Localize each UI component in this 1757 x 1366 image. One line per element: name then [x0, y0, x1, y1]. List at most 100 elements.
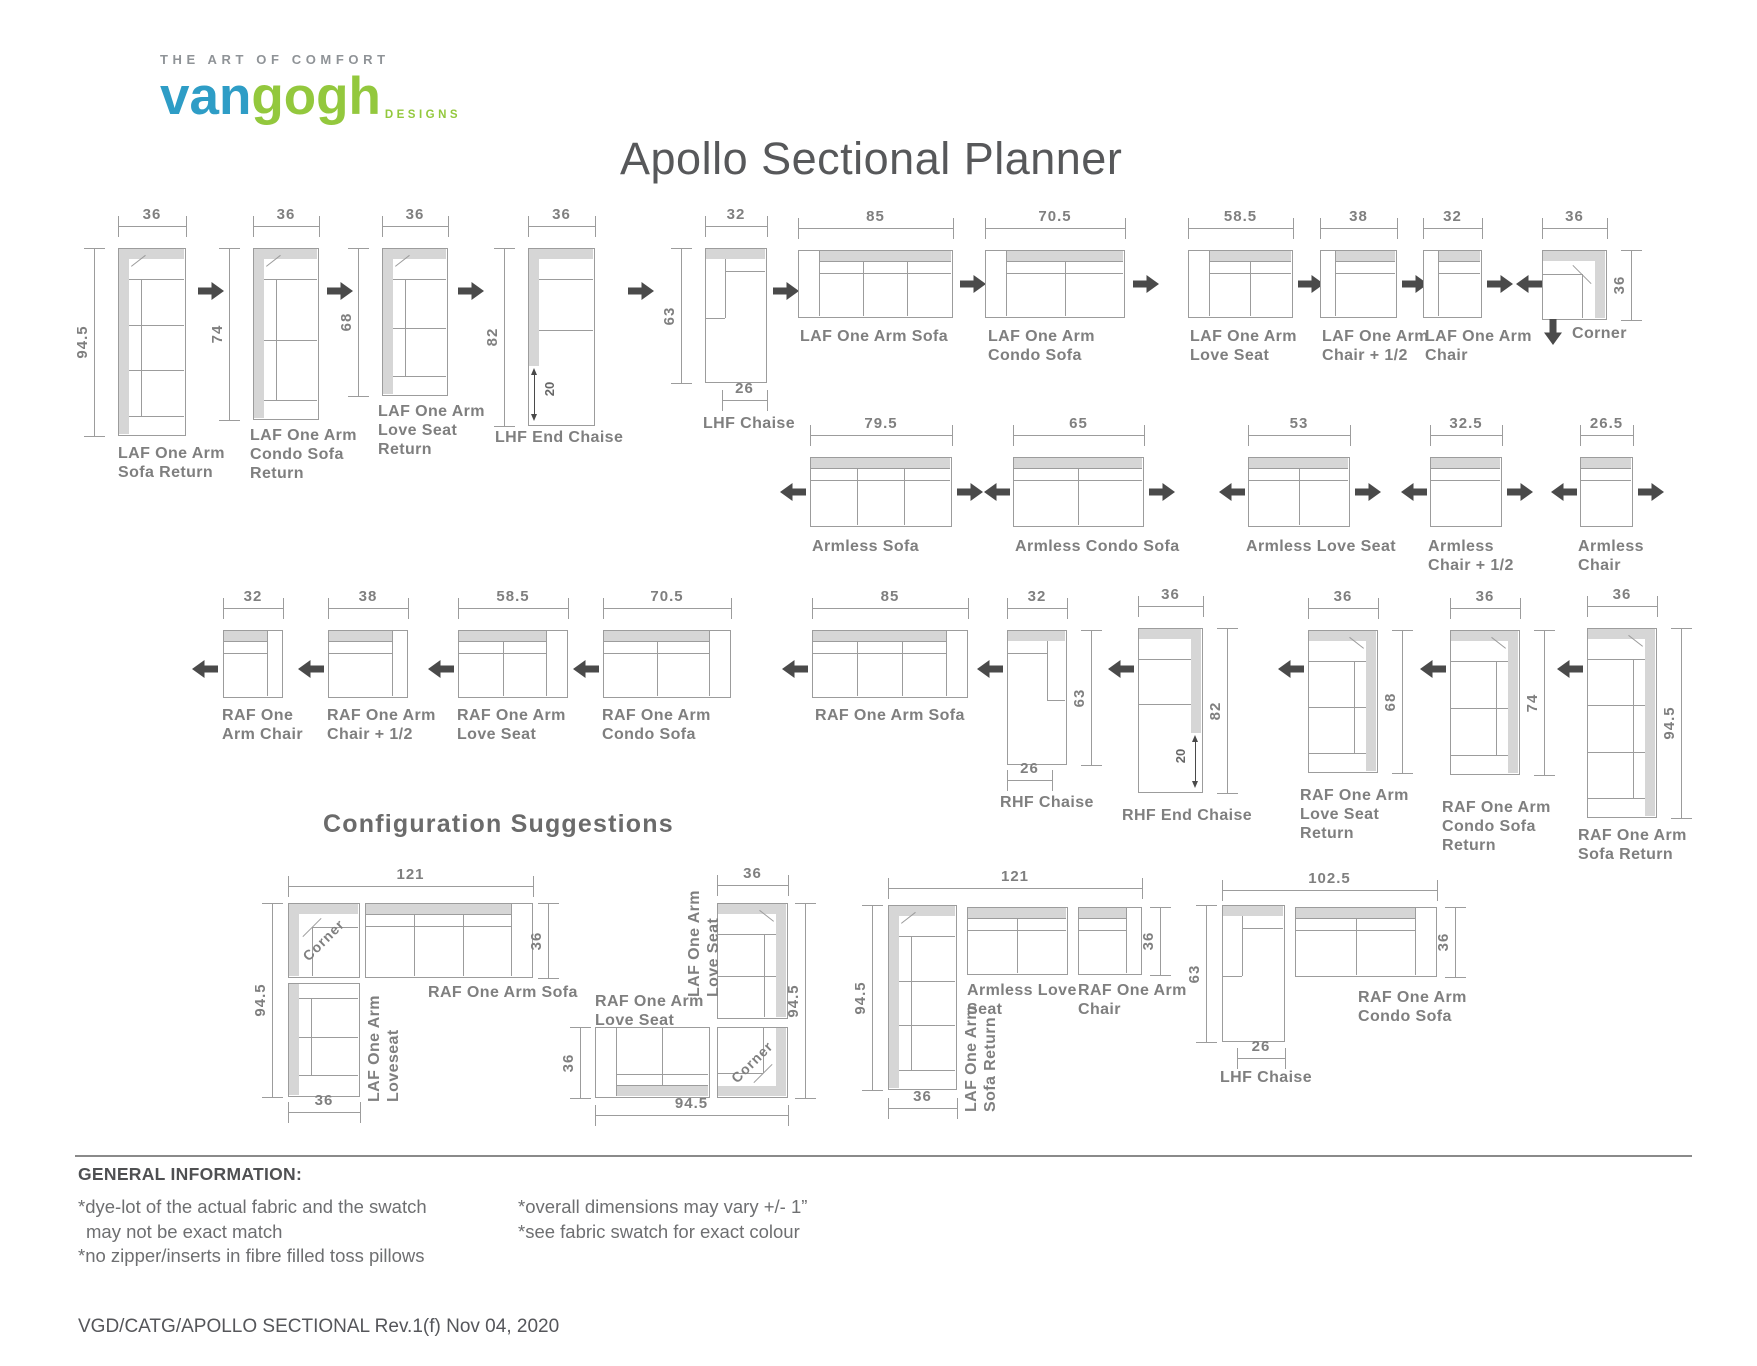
back-strip: [1335, 251, 1395, 261]
back-strip: [289, 904, 299, 976]
page-title: Apollo Sectional Planner: [620, 133, 1123, 184]
dim-tick: [1542, 218, 1543, 239]
module-cfg3-raf-one-arm-chair: [1078, 907, 1142, 975]
arm-line: [392, 631, 393, 696]
dim-value: 32.5: [1449, 415, 1483, 432]
end-bar-line: [1451, 755, 1508, 756]
back-strip: [1014, 458, 1142, 468]
dim-tick: [408, 598, 409, 619]
back-strip-top: [889, 906, 955, 916]
cushion-line: [1079, 930, 1126, 931]
left-arrow-icon: [192, 660, 218, 678]
brand-tagline: THE ART OF COMFORT: [160, 52, 390, 67]
back-strip-top: [1451, 631, 1518, 641]
dim-tick: [862, 905, 883, 906]
left-arrow-icon: [1219, 483, 1245, 501]
seat-divider: [863, 261, 864, 316]
seat-divider: [1355, 918, 1357, 975]
label-line: Armless Condo Sofa: [1015, 538, 1180, 555]
left-arrow-icon: [1108, 660, 1134, 678]
dim-tick: [219, 248, 240, 249]
end-bar-line: [129, 416, 184, 417]
back-strip: [254, 249, 264, 418]
general-information: GENERAL INFORMATION: *dye-lot of the act…: [78, 1164, 1278, 1266]
module-cfg4-raf-one-arm-condo-sofa: [1295, 907, 1437, 977]
dim-tick: [1125, 218, 1126, 239]
back-strip: [819, 251, 951, 261]
dim-tick: [812, 598, 813, 619]
dim-tick: [538, 903, 559, 904]
seat-divider: [462, 914, 464, 976]
right-arrow-icon: [327, 282, 353, 300]
cushion-line: [312, 927, 313, 976]
arm-line: [1006, 251, 1007, 316]
dim-tick: [319, 216, 320, 237]
dim-line: [288, 886, 533, 887]
right-arrow-icon: [1133, 275, 1159, 293]
dim-tick: [382, 216, 383, 237]
back-strip-top: [254, 249, 317, 259]
dim-tick: [1437, 880, 1438, 901]
label-line: Chair + 1/2: [327, 726, 413, 743]
dim-value: 63: [1185, 964, 1203, 983]
dim-line: [1402, 630, 1403, 773]
dim-tick: [328, 598, 329, 619]
cushion-line: [1543, 274, 1582, 275]
dim-line: [705, 226, 767, 227]
module-raf-one-arm-sofa: [812, 630, 968, 698]
back-strip: [1296, 908, 1415, 918]
dim-line: [1138, 606, 1203, 607]
label-line: LAF One Arm: [366, 995, 383, 1102]
dim-value: 68: [1381, 692, 1399, 711]
back-strip: [1581, 458, 1631, 468]
dim-tick: [1144, 425, 1145, 446]
cushion-line: [329, 653, 392, 654]
dim-tick: [722, 390, 723, 411]
dim-line: [1450, 608, 1520, 609]
document-code: VGD/CATG/APOLLO SECTIONAL Rev.1(f) Nov 0…: [78, 1316, 560, 1337]
dim-tick: [1217, 628, 1238, 629]
seat-divider: [393, 327, 446, 329]
dim-value: 36: [1434, 932, 1452, 952]
dim-tick: [1587, 596, 1588, 617]
label-line: RAF One Arm: [327, 707, 436, 724]
dim-value: 121: [1000, 868, 1030, 885]
module-laf-one-arm-condo-sofa-return: [253, 248, 319, 420]
module-cfg1-raf-one-arm-sofa: [365, 903, 533, 978]
back-strip: [889, 906, 899, 1088]
section-divider: [75, 1155, 1692, 1157]
back-strip: [776, 904, 786, 1017]
left-arrow-icon: [780, 483, 806, 501]
left-arrow-icon: [782, 660, 808, 678]
dim-value: 85: [880, 588, 900, 605]
dim-tick: [568, 598, 569, 619]
module-laf-one-arm-chair-half: [1320, 250, 1397, 318]
label-line: LAF One Arm: [963, 1005, 980, 1112]
module-raf-one-arm-chair-half: [328, 630, 408, 698]
dim-value: 36: [1139, 931, 1157, 951]
cushion-line: [1431, 480, 1500, 481]
dim-tick: [957, 1098, 958, 1119]
back-strip: [1595, 251, 1605, 318]
seat-divider: [899, 980, 955, 982]
back-strip: [224, 631, 267, 641]
dim-value: 65: [1069, 415, 1088, 432]
dim-tick: [1142, 878, 1143, 899]
dim-tick: [348, 248, 369, 249]
left-arrow-icon: [1551, 483, 1577, 501]
dim-tick: [953, 218, 954, 239]
dim-tick: [1607, 218, 1608, 239]
back-strip-edge: [1581, 468, 1631, 469]
label-line: Love Seat: [378, 422, 458, 439]
dim-value: 63: [660, 306, 678, 325]
dim-line: [1227, 628, 1228, 793]
inner-dim-value: 20: [1172, 748, 1188, 764]
dim-line: [888, 1108, 957, 1109]
cushion-line: [724, 271, 765, 272]
dim-line: [1091, 630, 1092, 765]
